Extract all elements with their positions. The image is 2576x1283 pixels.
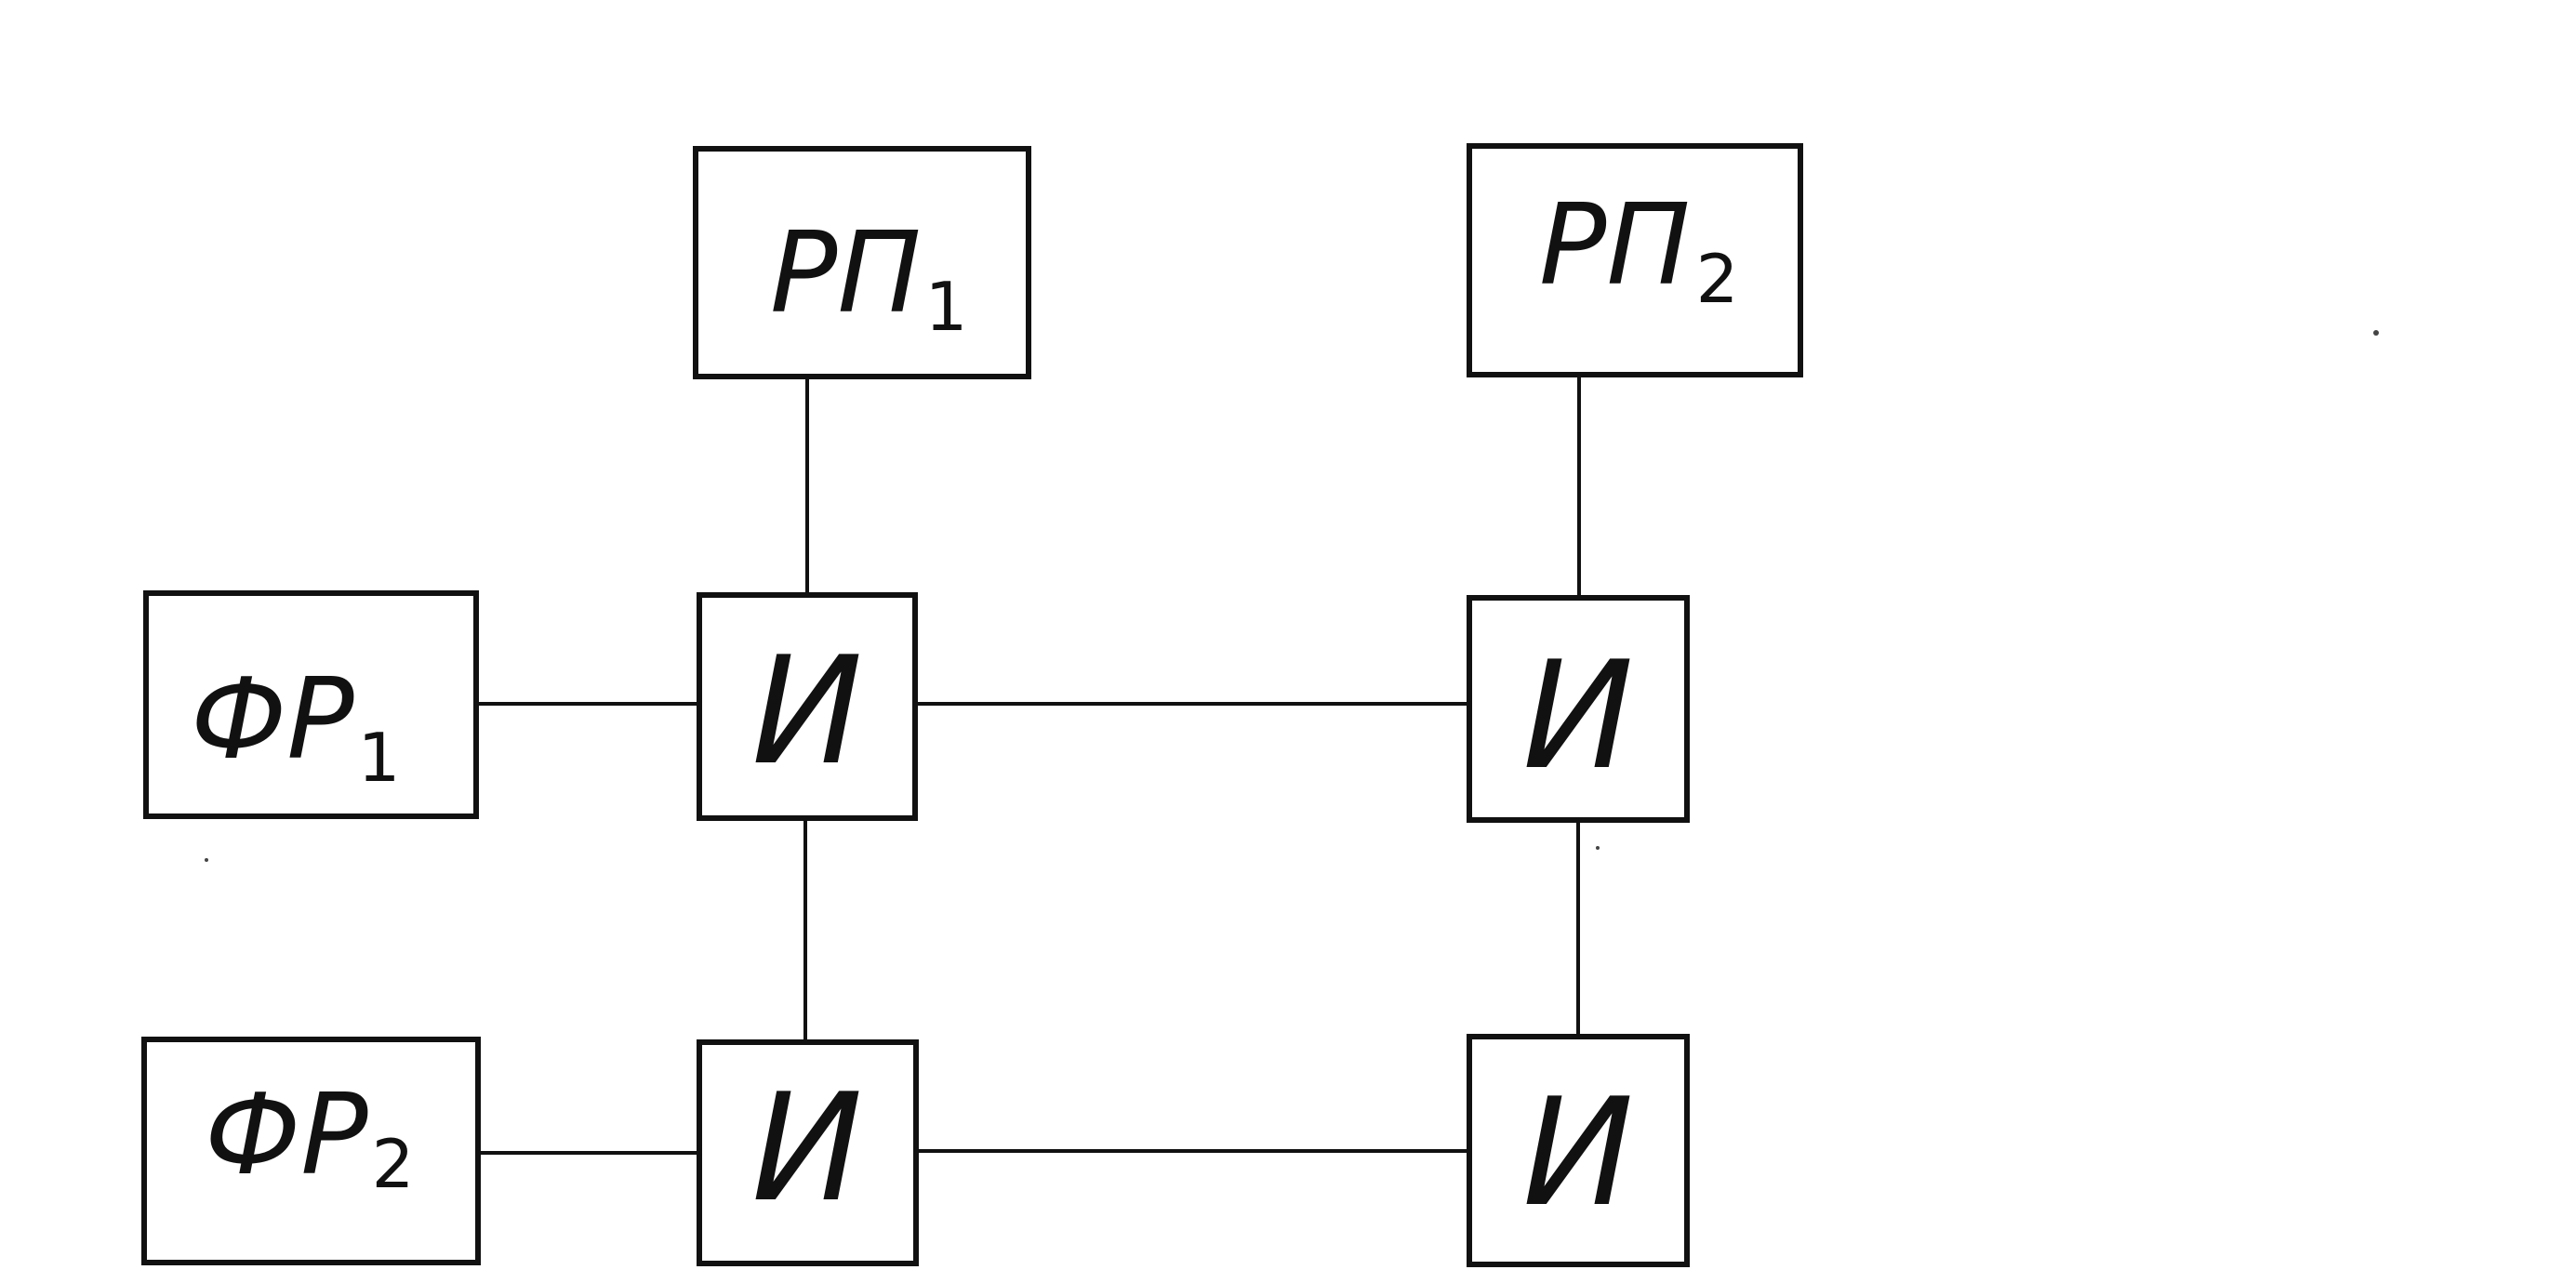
block-fr1-label: ФР1 — [191, 655, 400, 797]
block-and-2-2: И — [1467, 1034, 1690, 1267]
block-fr2: ФР2 — [141, 1037, 481, 1265]
block-rp2-frame — [1467, 143, 1803, 377]
block-and-2-1-frame — [697, 1039, 919, 1266]
block-rp2: РП2 — [1467, 143, 1803, 377]
block-and-1-2-label: И — [1522, 628, 1634, 802]
block-rp1: РП1 — [693, 146, 1031, 379]
block-and-2-2-frame — [1467, 1034, 1690, 1267]
scan-speck — [1596, 846, 1600, 850]
block-and-1-2: И — [1467, 595, 1690, 823]
scan-speck — [2373, 330, 2379, 336]
block-fr1: ФР1 — [143, 590, 479, 819]
block-fr2-label: ФР2 — [205, 1071, 414, 1203]
block-and-1-2-frame — [1467, 595, 1690, 823]
block-fr1-frame — [143, 590, 479, 819]
block-rp1-label: РП1 — [770, 209, 967, 346]
block-rp1-frame — [693, 146, 1031, 379]
block-and-1-1: И — [697, 592, 918, 821]
scan-speck — [205, 858, 208, 862]
block-and-1-1-label: И — [751, 624, 863, 798]
block-and-2-1-label: И — [751, 1061, 863, 1235]
block-and-2-1: И — [697, 1039, 919, 1266]
connections — [476, 375, 1581, 1155]
block-fr2-frame — [141, 1037, 481, 1265]
block-and-1-1-frame — [697, 592, 918, 821]
block-and-2-2-label: И — [1522, 1065, 1634, 1239]
scan-specks — [205, 330, 2379, 862]
block-rp2-label: РП2 — [1539, 181, 1738, 318]
